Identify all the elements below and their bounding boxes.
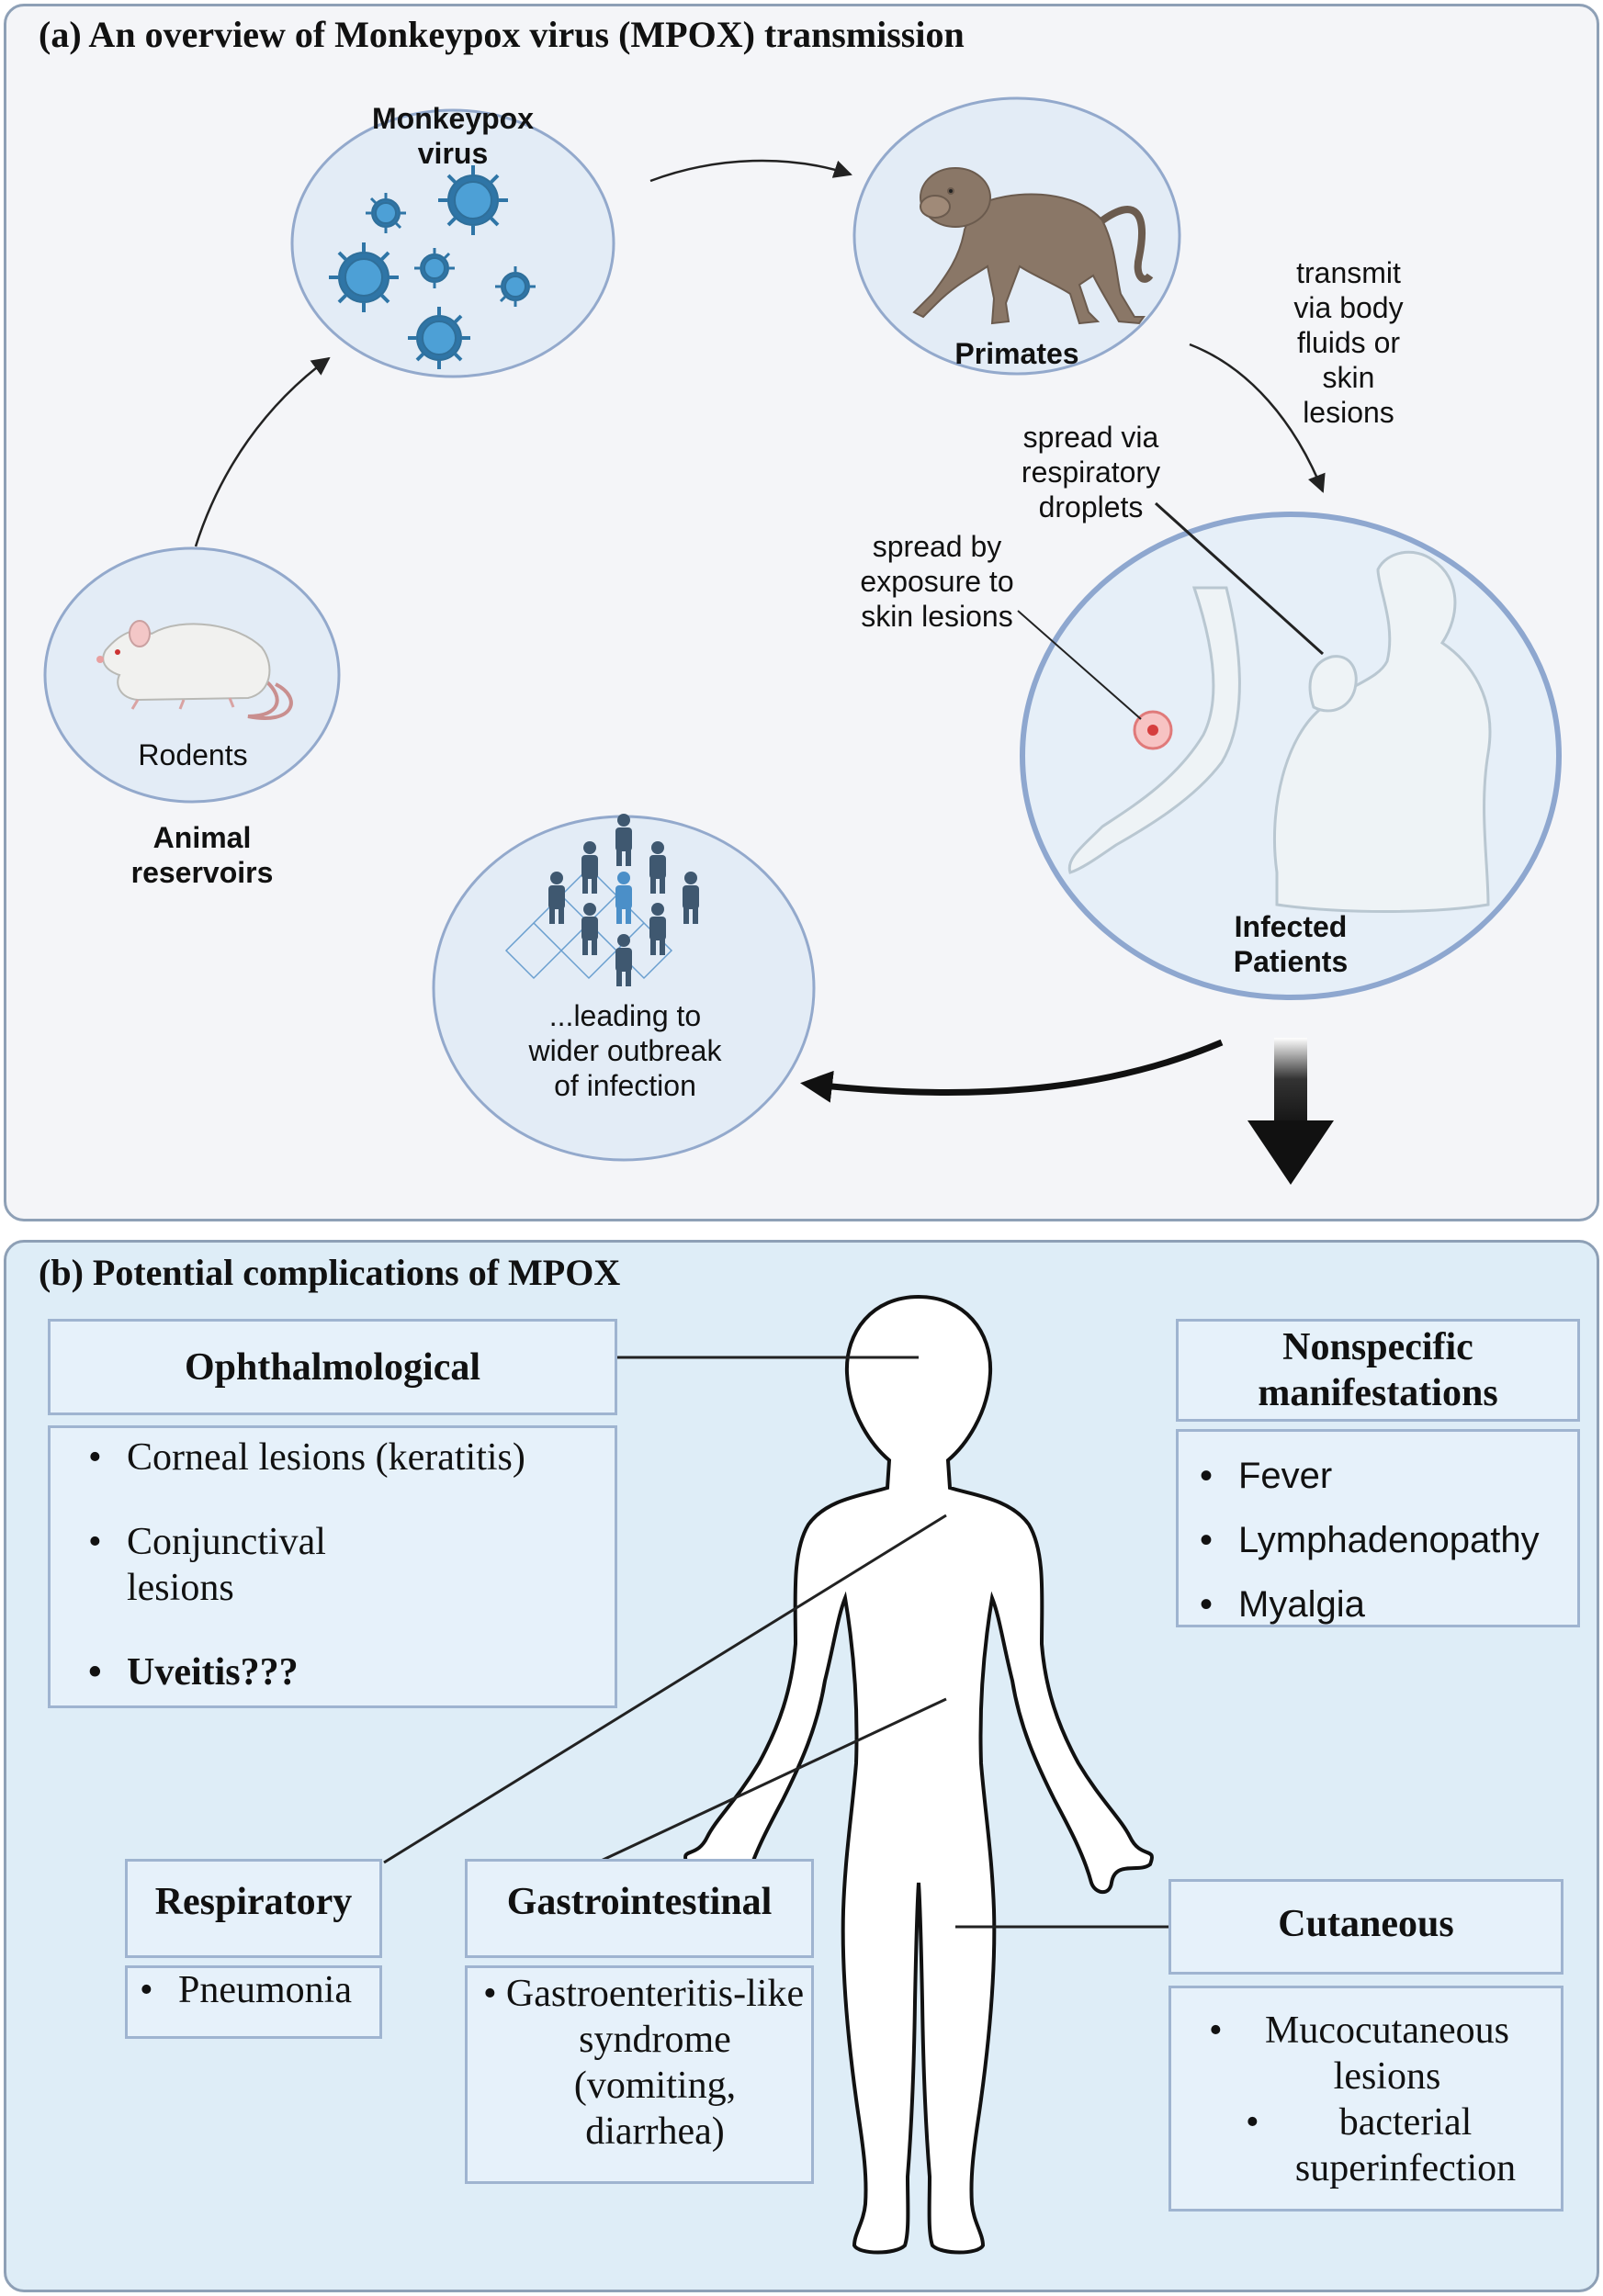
gastrointestinal-list: Gastroenteritis-like syndrome (vomiting,… — [468, 1971, 810, 2155]
spread-skin-label: spread by exposure to skin lesions — [860, 530, 1014, 633]
arrow-virus-to-primates — [649, 159, 852, 183]
down-arrow-icon — [1247, 1038, 1334, 1185]
virus-circle — [290, 108, 615, 378]
respiratory-item: Pneumonia — [125, 1967, 352, 2013]
infected-patients-label: Infected Patients — [1233, 910, 1349, 978]
skin-lesion-icon — [1133, 710, 1173, 750]
infected-patient-illustration — [1067, 550, 1492, 913]
nonspecific-item: Myalgia — [1185, 1572, 1540, 1637]
ophthalmological-header-box — [48, 1319, 617, 1415]
primates-label: Primates — [954, 337, 1079, 370]
rodent-icon — [96, 620, 293, 720]
nonspecific-list: Fever Lymphadenopathy Myalgia — [1185, 1444, 1540, 1637]
nonspecific-item: Fever — [1185, 1444, 1540, 1508]
cutaneous-title: Cutaneous — [1278, 1903, 1454, 1945]
animal-reservoirs-label: Animal reservoirs — [130, 821, 274, 889]
virus-particles-icon — [329, 165, 536, 369]
nonspecific-header-box — [1176, 1319, 1580, 1422]
transmission-diagram — [43, 96, 1562, 1185]
gastrointestinal-item: Gastroenteritis-like syndrome (vomiting,… — [468, 1971, 810, 2155]
ophthalmological-item-2: Conjunctival lesions — [73, 1519, 386, 1611]
outbreak-label: ...leading to wider outbreak of infectio… — [528, 999, 722, 1102]
panel-b-title: (b) Potential complications of MPOX — [39, 1252, 621, 1293]
ophthalmological-title: Ophthalmological — [184, 1346, 481, 1389]
nonspecific-item: Lymphadenopathy — [1185, 1508, 1540, 1572]
gastrointestinal-title: Gastrointestinal — [506, 1881, 773, 1923]
monkeypox-virus-label: Monkeypox virus — [371, 102, 535, 170]
cutaneous-item-2: bacterial superinfection — [1231, 2099, 1543, 2191]
people-icons — [548, 814, 699, 986]
arrow-patients-to-outbreak — [800, 1039, 1224, 1103]
arrow-primates-to-patients — [1189, 343, 1326, 493]
respiratory-title: Respiratory — [154, 1881, 353, 1923]
rodents-label: Rodents — [138, 738, 248, 771]
cutaneous-item-1: Mucocutaneous lesions — [1194, 2008, 1543, 2099]
panel-a-title: (a) An overview of Monkeypox virus (MPOX… — [39, 14, 965, 55]
outbreak-circle — [432, 815, 816, 1162]
respiratory-list: Pneumonia — [125, 1967, 352, 2013]
ophthalmological-item-3: Uveitis??? — [73, 1649, 299, 1695]
pointer-respiratory — [1154, 501, 1325, 656]
ophthalmological-item-1: Corneal lesions (keratitis) — [73, 1435, 525, 1480]
arrow-rodents-to-virus — [194, 356, 331, 547]
transmit-body-fluids-label: transmit via body fluids or skin lesions — [1293, 256, 1404, 429]
cutaneous-header-box — [1168, 1879, 1563, 1975]
respiratory-header-box — [125, 1859, 382, 1958]
gastrointestinal-header-box — [465, 1859, 814, 1958]
pointer-skin-lesion — [1017, 610, 1142, 720]
primate-icon — [912, 167, 1154, 325]
nonspecific-title: Nonspecific manifestations — [1258, 1326, 1498, 1414]
spread-respiratory-label: spread via respiratory droplets — [1021, 421, 1161, 523]
